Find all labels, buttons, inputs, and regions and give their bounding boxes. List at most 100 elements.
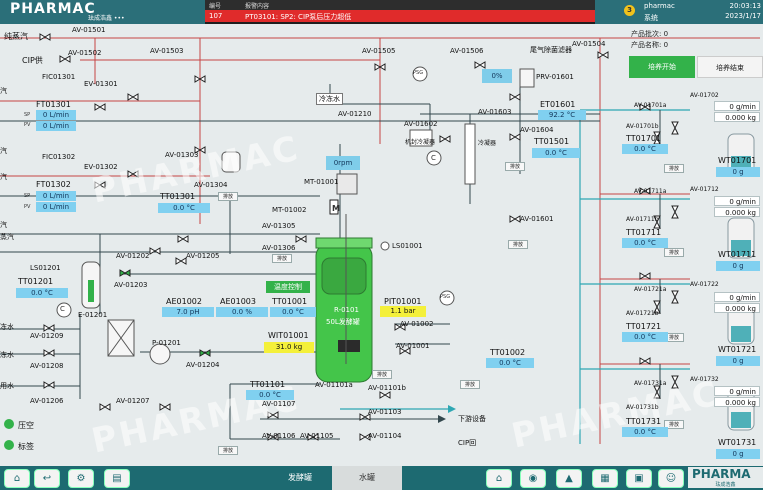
alarm-row[interactable]: 107 PT03101: SP2: CIP泵后压力超低 [205, 10, 595, 22]
valve-tag[interactable]: AV-01701a [634, 102, 667, 109]
drain-button[interactable]: 排放 [218, 192, 238, 201]
valve-tag[interactable]: EV-01302 [84, 163, 118, 171]
valve-tag[interactable]: AV-01712 [690, 186, 719, 193]
pressure-gauge[interactable]: PSG [440, 294, 451, 300]
settings-button[interactable]: ⚙ [68, 469, 94, 488]
trend-button[interactable]: ▲ [556, 469, 582, 488]
valve-tag[interactable]: PRV-01601 [536, 73, 574, 81]
valve-tag[interactable]: AV-01604 [520, 126, 554, 134]
valve-tag[interactable]: AV-01701b [626, 123, 659, 130]
valve-tag[interactable]: AV-01209 [30, 332, 64, 340]
valve-tag[interactable]: AV-01306 [262, 244, 296, 252]
temp-value: 0.0 °C [486, 358, 534, 368]
alarm-list-button[interactable]: ◉ [520, 469, 546, 488]
alarm-banner[interactable]: 编号 报警内容 107 PT03101: SP2: CIP泵后压力超低 [205, 0, 595, 24]
valve-tag[interactable]: AV-01107 [262, 400, 296, 408]
valve-tag[interactable]: AV-01103 [368, 408, 402, 416]
agitator-speed[interactable]: 0rpm [326, 156, 360, 170]
valve-tag[interactable]: AV-01711b [626, 216, 659, 223]
temp-tag: TT01721 [626, 322, 662, 331]
alarm-col-no: 编号 [209, 3, 222, 10]
valve-tag[interactable]: AV-01105 [300, 432, 334, 440]
valve-tag[interactable]: AV-01603 [478, 108, 512, 116]
clock-time: 20:03:13 [729, 2, 761, 10]
flow-setpoint[interactable]: 0 L/min [36, 110, 76, 120]
valve-tag[interactable]: AV-01207 [116, 397, 150, 405]
valve-tag[interactable]: AV-01204 [186, 361, 220, 369]
report-button[interactable]: ▣ [626, 469, 652, 488]
temp-value: 0.0 °C [622, 427, 668, 437]
valve-tag[interactable]: AV-01702 [690, 92, 719, 99]
flow-value: 0 g/min [714, 292, 760, 302]
tab-water-tank[interactable]: 水罐 [332, 466, 402, 490]
weight-value: 31.0 kg [264, 342, 314, 353]
cold-water-label: 冷冻水 [316, 93, 343, 105]
valve-tag[interactable]: EV-01301 [84, 80, 118, 88]
pressure-legend-label: 压空 [18, 421, 34, 430]
valve-tag[interactable]: AV-01106 [262, 432, 296, 440]
alarm-count-badge[interactable]: 3 [624, 5, 635, 16]
drain-button[interactable]: 排放 [372, 370, 392, 379]
valve-tag[interactable]: AV-01721a [634, 286, 667, 293]
drain-button[interactable]: 排放 [218, 446, 238, 455]
valve-tag[interactable]: AV-01305 [262, 222, 296, 230]
valve-tag[interactable]: AV-01208 [30, 362, 64, 370]
valve-tag[interactable]: AV-01505 [362, 47, 396, 55]
lock-button[interactable]: ⌂ [486, 469, 512, 488]
valve-tag[interactable]: AV-01101a [315, 381, 353, 389]
valve-tag[interactable]: AV-01502 [68, 49, 102, 57]
valve-tag[interactable]: AV-01732 [690, 376, 719, 383]
temp-tag: TT01001 [272, 297, 308, 306]
flow-setpoint[interactable]: 0 L/min [36, 191, 76, 201]
valve-tag[interactable]: AV-01501 [72, 26, 106, 34]
weight-tag: WT01731 [718, 438, 757, 447]
drain-button[interactable]: 排放 [505, 162, 525, 171]
edge-label: 汽 [0, 173, 7, 181]
temp-tag: TT01711 [626, 228, 662, 237]
valve-tag[interactable]: AV-01001 [396, 342, 430, 350]
alarm-text: PT03101: SP2: CIP泵后压力超低 [245, 13, 352, 21]
valve-tag[interactable]: AV-01304 [194, 181, 228, 189]
drain-button[interactable]: 排放 [508, 240, 528, 249]
valve-tag[interactable]: AV-01503 [150, 47, 184, 55]
valve-tag[interactable]: AV-01206 [30, 397, 64, 405]
pressure-gauge[interactable]: PSG [413, 70, 424, 76]
recipe-button[interactable]: ▦ [592, 469, 618, 488]
valve-tag[interactable]: AV-01303 [165, 151, 199, 159]
valve-tag[interactable]: AV-01203 [114, 281, 148, 289]
valve-tag[interactable]: AV-01722 [690, 281, 719, 288]
valve-tag[interactable]: AV-01104 [368, 432, 402, 440]
valve-tag[interactable]: AV-01711a [634, 188, 667, 195]
drain-button[interactable]: 排放 [664, 420, 684, 429]
valve-tag[interactable]: AV-01101b [368, 384, 406, 392]
drain-button[interactable]: 排放 [460, 380, 480, 389]
valve-tag[interactable]: AV-01721b [626, 310, 659, 317]
valve-tag[interactable]: AV-01202 [116, 252, 150, 260]
culture-end-button[interactable]: 培养结束 [697, 56, 763, 78]
drain-button[interactable]: 排放 [664, 164, 684, 173]
drain-button[interactable]: 排放 [272, 254, 292, 263]
valve-tag[interactable]: AV-01602 [404, 120, 438, 128]
print-button[interactable]: ▤ [104, 469, 130, 488]
valve-tag[interactable]: AV-01205 [186, 252, 220, 260]
valve-tag[interactable]: AV-01731b [626, 404, 659, 411]
pv-label: PV [24, 204, 31, 210]
user-button[interactable]: ☺ [658, 469, 684, 488]
temp-control-button[interactable]: 温度控制 [266, 281, 310, 293]
valve-tag[interactable]: AV-01601 [520, 215, 554, 223]
edge-label: 汽 [0, 147, 7, 155]
exhaust-percent[interactable]: 0% [482, 69, 512, 83]
culture-start-button[interactable]: 培养开始 [629, 56, 695, 78]
home-button[interactable]: ⌂ [4, 469, 30, 488]
back-button[interactable]: ↩ [34, 469, 60, 488]
drain-button[interactable]: 排放 [664, 248, 684, 257]
weight-tag: WIT01001 [268, 331, 309, 340]
tab-fermenter[interactable]: 发酵罐 [260, 466, 340, 490]
user-info[interactable]: pharmac 系统 [622, 0, 692, 24]
valve-tag[interactable]: AV-01504 [572, 40, 606, 48]
valve-tag[interactable]: AV-01002 [400, 320, 434, 328]
ph-value: 7.0 pH [162, 307, 214, 317]
valve-tag[interactable]: AV-01210 [338, 110, 372, 118]
valve-tag[interactable]: AV-01506 [450, 47, 484, 55]
valve-tag[interactable]: AV-01731a [634, 380, 667, 387]
